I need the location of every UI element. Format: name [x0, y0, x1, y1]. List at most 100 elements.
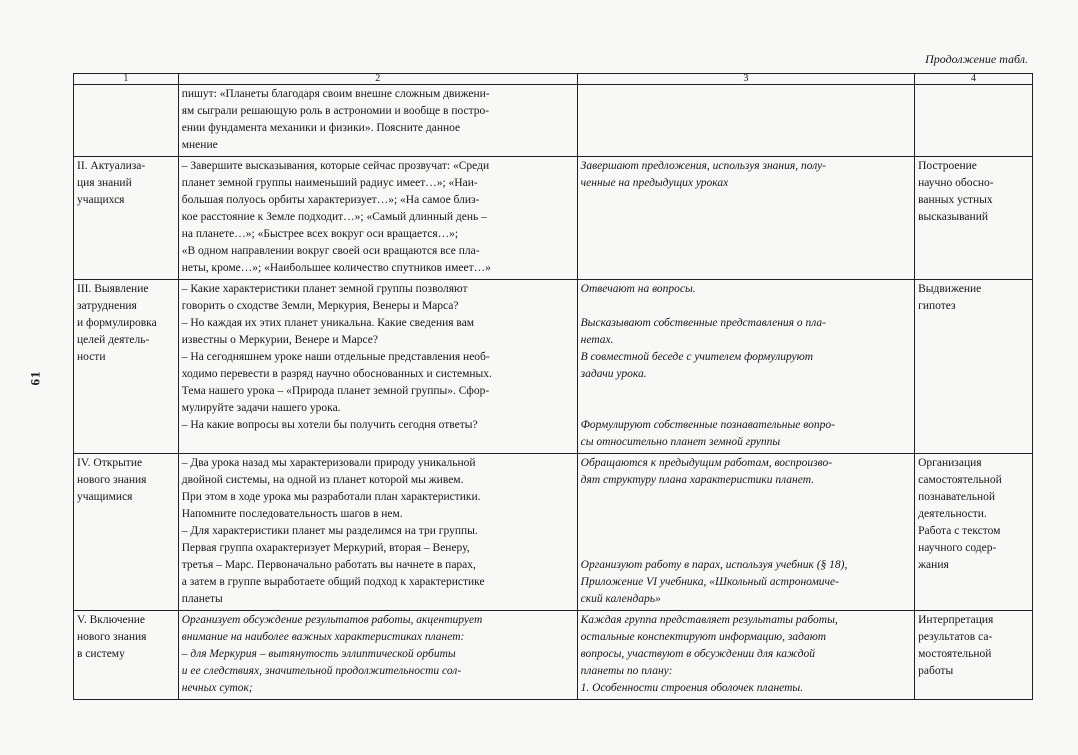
student-activity-cell [576, 84, 916, 157]
teacher-activity-cell: – Какие характеристики планет земной гру… [177, 279, 578, 454]
cell-text-line: – Завершите высказывания, которые сейчас… [181, 160, 490, 172]
result-cell: Интерпретация результатов са-мостоятельно… [914, 610, 1033, 700]
cell-text-line: говорить о сходстве Земли, Меркурия, Вен… [181, 300, 459, 312]
cell-text-line: Работа с текстом [918, 525, 1001, 537]
cell-text-line: нечных суток; [181, 682, 253, 694]
cell-text-line: планет земной группы наименьший радиус и… [181, 177, 478, 189]
cell-text-line: Завершают предложения, используя знания,… [580, 160, 826, 172]
cell-text-line: Приложение VI учебника, «Школьный астрон… [580, 576, 839, 588]
lesson-table: 1 2 3 4 пишут: «Планеты благодаря своим … [73, 73, 1033, 700]
table-row: пишут: «Планеты благодаря своим внешне с… [73, 84, 1033, 157]
teacher-activity-cell: – Завершите высказывания, которые сейчас… [177, 156, 578, 280]
result-cell: Организация самостоятельной познавательной… [914, 453, 1033, 611]
cell-text-line: большая полуось орбиты характеризует…»; … [181, 194, 480, 206]
cell-text-line: целей деятель- [77, 334, 150, 346]
student-activity-cell: Каждая группа представляет результаты ра… [576, 610, 916, 700]
cell-text-line: IV. Открытие [77, 457, 143, 469]
cell-text-line: ходимо перевести в разряд научно обоснов… [181, 368, 492, 380]
result-cell: Выдвижение гипотез [914, 279, 1033, 454]
cell-text-line: «В одном направлении вокруг своей оси вр… [181, 245, 480, 257]
cell-text-line: 1. Особенности строения оболочек планеты… [580, 682, 804, 694]
cell-text-line: ям сыграли решающую роль в астрономии и … [181, 105, 490, 117]
cell-text-line: задачи урока. [580, 368, 647, 380]
cell-text-line: ении фундамента механики и физики». Пояс… [181, 122, 461, 134]
cell-text-line: Выдвижение [918, 283, 982, 295]
cell-text-line: планеты [181, 593, 223, 605]
cell-text-line: жания [918, 559, 949, 571]
stage-cell: II. Актуализа-ция знаний учащихся [73, 156, 179, 280]
column-number-1: 1 [73, 73, 179, 85]
page-number: 61 [27, 370, 43, 386]
cell-text-line: нового знания [77, 474, 147, 486]
cell-text-line: известны о Меркурии, Венере и Марсе? [181, 334, 378, 346]
cell-text-line: При этом в ходе урока мы разработали пла… [181, 491, 481, 503]
cell-text-line: мулируйте задачи нашего урока. [181, 402, 341, 414]
cell-text-line: ский календарь» [580, 593, 661, 605]
cell-text-line: планеты по плану: [580, 665, 673, 677]
cell-text-line: Обращаются к предыдущим работам, воспрои… [580, 457, 833, 469]
cell-text-line: Напомните последовательность шагов в нем… [181, 508, 403, 520]
cell-text-line: III. Выявление [77, 283, 149, 295]
cell-text-line: мостоятельной [918, 648, 992, 660]
cell-text-line: – Для характеристики планет мы разделимс… [181, 525, 478, 537]
cell-text-line: двойной системы, на одной из планет кото… [181, 474, 464, 486]
cell-text-line: пишут: «Планеты благодаря своим внешне с… [181, 88, 490, 100]
student-activity-cell: Завершают предложения, используя знания,… [576, 156, 916, 280]
cell-text-line: третья – Марс. Первоначально работать вы… [181, 559, 476, 571]
cell-text-line: результатов са- [918, 631, 993, 643]
student-activity-cell: Отвечают на вопросы.Высказывают собствен… [576, 279, 916, 454]
cell-text-line: работы [918, 665, 954, 677]
cell-text-line: Организация [918, 457, 982, 469]
column-number-row: 1 2 3 4 [73, 73, 1033, 85]
cell-text-line: ченные на предыдущих уроках [580, 177, 729, 189]
cell-text-line: нетах. [580, 334, 614, 346]
cell-text-line: сы относительно планет земной группы [580, 436, 781, 448]
cell-text-line: Формулируют собственные познавательные в… [580, 419, 835, 431]
cell-text-line [581, 523, 911, 540]
cell-text-line: – Два урока назад мы характеризовали при… [181, 457, 476, 469]
cell-text-line [581, 383, 911, 400]
cell-text-line: остальные конспектируют информацию, зада… [580, 631, 827, 643]
cell-text-line: самостоятельной [918, 474, 1002, 486]
cell-text-line: II. Актуализа- [77, 160, 146, 172]
cell-text-line: ция знаний [77, 177, 132, 189]
cell-text-line: высказываний [918, 211, 989, 223]
cell-text-line: – для Меркурия – вытянутость эллиптическ… [181, 648, 456, 660]
cell-text-line: – На какие вопросы вы хотели бы получить… [181, 419, 478, 431]
cell-text-line: внимание на наиболее важных характеристи… [181, 631, 465, 643]
cell-text-line [581, 506, 911, 523]
cell-text-line: – На сегодняшнем уроке наши отдельные пр… [181, 351, 490, 363]
cell-text-line: учащихся [77, 194, 125, 206]
cell-text-line: В совместной беседе с учителем формулиру… [580, 351, 814, 363]
column-number-2: 2 [177, 73, 578, 85]
cell-text-line: – Но каждая их этих планет уникальна. Ка… [181, 317, 475, 329]
cell-text-line [581, 489, 911, 506]
cell-text-line: Интерпретация [918, 614, 994, 626]
cell-text-line: деятельности. [918, 508, 987, 520]
table-row: II. Актуализа-ция знаний учащихся – Завер… [73, 156, 1033, 280]
cell-text-line: научного содер- [918, 542, 997, 554]
cell-text-line [581, 298, 911, 315]
cell-text-line: V. Включение [77, 614, 146, 626]
table-row: IV. Открытие нового знания учащимися – Два… [73, 453, 1033, 611]
cell-text-line: познавательной [918, 491, 996, 503]
cell-text-line: в систему [77, 648, 125, 660]
student-activity-cell: Обращаются к предыдущим работам, воспрои… [576, 453, 916, 611]
cell-text-line: на планете…»; «Быстрее всех вокруг оси в… [181, 228, 459, 240]
cell-text-line: Организуют работу в парах, используя уче… [580, 559, 848, 571]
cell-text-line: неты, кроме…»; «Наибольшее количество сп… [181, 262, 491, 274]
cell-text-line: гипотез [918, 300, 956, 312]
cell-text-line: ванных устных [918, 194, 993, 206]
column-number-3: 3 [576, 73, 916, 85]
cell-text-line: учащимися [77, 491, 133, 503]
cell-text-line [581, 540, 911, 557]
cell-text-line: и формулировка [77, 317, 157, 329]
cell-text-line: ности [77, 351, 106, 363]
teacher-activity-cell: – Два урока назад мы характеризовали при… [177, 453, 578, 611]
cell-text-line: и ее следствиях, значительной продолжите… [181, 665, 462, 677]
